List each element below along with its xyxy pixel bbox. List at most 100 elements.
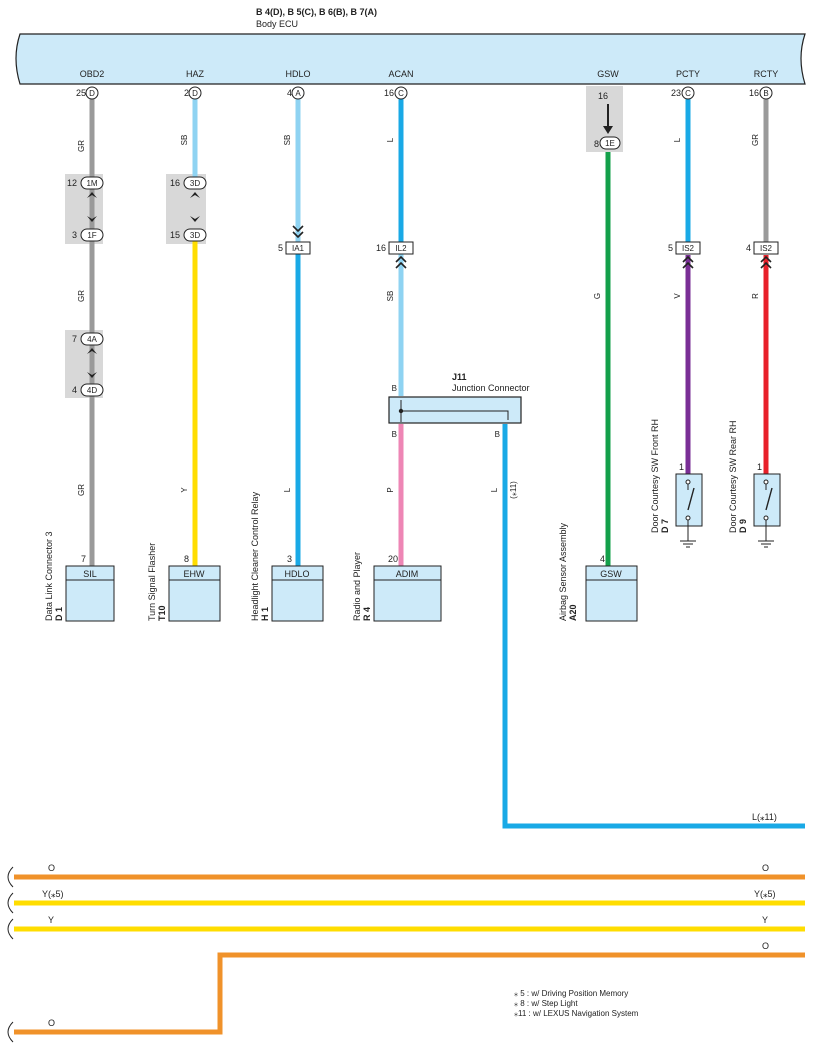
conn-id: 1E <box>605 139 615 148</box>
switch-pin: 1 <box>679 462 684 472</box>
conn-oval-4a <box>80 332 104 346</box>
wire-label: GR <box>77 140 86 152</box>
conn-pin: 4 <box>746 243 751 253</box>
conn-pin: 8 <box>594 139 599 149</box>
wire-label: GR <box>751 134 760 146</box>
junction-name: Junction Connector <box>452 383 530 393</box>
wire-label: L <box>490 487 499 492</box>
switch-name: Door Courtesy SW Front RH <box>650 419 660 533</box>
conn-id: IS2 <box>682 244 695 253</box>
pin-label-rcty: RCTY <box>754 69 779 79</box>
component-pin: 20 <box>388 554 398 564</box>
wire-label: (⁎11) <box>509 481 518 499</box>
pin-number: 4 <box>287 88 292 98</box>
bus-label: O <box>48 863 55 873</box>
break-icon <box>7 918 14 940</box>
pin-conn: B <box>763 89 768 98</box>
break-icon <box>7 892 14 914</box>
component-pin: 8 <box>184 554 189 564</box>
junction-box <box>388 396 522 424</box>
conn-pin: 5 <box>668 243 673 253</box>
conn-id: 3D <box>190 231 200 240</box>
conn-box-ia1 <box>285 241 311 255</box>
wire-color-labels: GR GR GR SB Y SB L L SB B B P B L (⁎11) … <box>77 134 760 499</box>
chevron-up-icon <box>682 261 694 269</box>
bus-label: O <box>762 941 769 951</box>
pin-label-acan: ACAN <box>388 69 413 79</box>
pin-number: 16 <box>749 88 759 98</box>
wire-label: GR <box>77 484 86 496</box>
component-terminal: HDLO <box>284 569 309 579</box>
conn-id: 3D <box>190 179 200 188</box>
component-pin: 7 <box>81 554 86 564</box>
note-line: ⁎ 5 : w/ Driving Position Memory <box>514 989 628 998</box>
bus-label: Y <box>48 915 54 925</box>
component-id: T10 <box>157 605 167 621</box>
wire-label: V <box>673 293 682 299</box>
bus-label: Y(⁎5) <box>754 889 776 899</box>
conn-oval-1e <box>599 136 621 150</box>
chevron-up-icon <box>395 261 407 269</box>
conn-oval-1m <box>80 176 104 190</box>
conn-box-il2 <box>388 241 414 255</box>
wires <box>89 96 805 829</box>
component-box-t10 <box>168 565 221 622</box>
conn-pin: 12 <box>67 178 77 188</box>
junction-bus <box>400 400 509 420</box>
conn-pin: 16 <box>170 178 180 188</box>
chevron-down-icon <box>292 231 304 239</box>
break-icon <box>7 866 14 888</box>
pin-oval <box>85 86 99 100</box>
component-box-h1 <box>271 565 324 622</box>
chevron-down-icon <box>87 372 97 378</box>
pin-label-haz: HAZ <box>186 69 205 79</box>
wire-label: B <box>392 384 397 393</box>
component-name: Airbag Sensor Assembly <box>558 522 568 621</box>
bus-wire-o-2 <box>14 952 805 1035</box>
pin-label-hdlo: HDLO <box>285 69 310 79</box>
component-id: R 4 <box>362 607 372 621</box>
pin-oval <box>681 86 695 100</box>
component-terminal: SIL <box>83 569 97 579</box>
wire-label: G <box>593 293 602 299</box>
chevron-up-icon <box>395 255 407 263</box>
ecu-pins: 25 D 2 D 4 A 16 C 16 23 C 16 B <box>76 86 773 134</box>
chevron-up-icon <box>760 255 772 263</box>
pin-conn: C <box>685 89 691 98</box>
notes: ⁎ 5 : w/ Driving Position Memory ⁎ 8 : w… <box>514 989 639 1018</box>
component-name: Data Link Connector 3 <box>44 531 54 621</box>
component-terminal: EHW <box>184 569 206 579</box>
component-name: Turn Signal Flasher <box>147 543 157 621</box>
pin-number: 16 <box>384 88 394 98</box>
switch-id: D 7 <box>660 519 670 533</box>
note-line: ⁎ 8 : w/ Step Light <box>514 999 578 1008</box>
wire-label: R <box>751 293 760 299</box>
body-ecu: B 4(D), B 5(C), B 6(B), B 7(A) Body ECU <box>15 7 806 85</box>
nav-route-label: L(⁎11) <box>752 812 777 822</box>
junction-connector: J11 Junction Connector <box>388 372 530 424</box>
conn-id: 1M <box>86 179 97 188</box>
switch-contact <box>685 515 691 521</box>
conn-id: 4A <box>87 335 97 344</box>
conn-pin: 7 <box>72 334 77 344</box>
switch-id: D 9 <box>738 519 748 533</box>
gsw-arrow-head <box>603 126 613 134</box>
conn-box-is2 <box>675 241 701 255</box>
component-id: A20 <box>568 604 578 621</box>
chevron-down-icon <box>292 225 304 233</box>
note-line: ⁎11 : w/ LEXUS Navigation System <box>514 1009 639 1018</box>
pin-number: 16 <box>598 91 608 101</box>
chevron-up-icon <box>760 261 772 269</box>
wire-label: L <box>673 137 682 142</box>
bus-label: O <box>762 863 769 873</box>
component-box-d1 <box>65 565 115 622</box>
wire-label: B <box>495 430 500 439</box>
switch-arm <box>687 487 695 511</box>
wire-label: B <box>392 430 397 439</box>
wire-label: SB <box>180 135 189 146</box>
shaded-connectors <box>65 86 623 398</box>
component-id: D 1 <box>54 607 64 621</box>
component-name: Radio and Player <box>352 552 362 621</box>
chevron-up-icon <box>87 192 97 198</box>
